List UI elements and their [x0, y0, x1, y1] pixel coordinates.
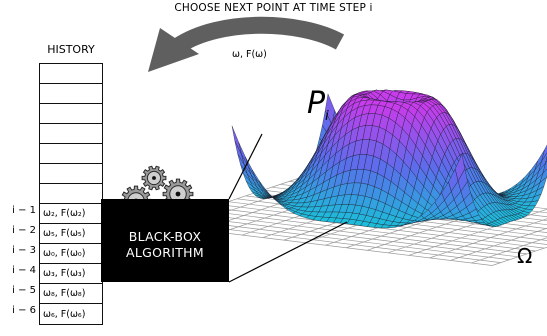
- history-title: HISTORY: [47, 43, 95, 56]
- surface-symbol: P: [307, 86, 326, 121]
- history-value: ω₆, F(ω₆): [43, 308, 86, 320]
- row-label: i − 3: [12, 245, 36, 256]
- row-label: i − 4: [12, 265, 36, 276]
- function-surface: [231, 89, 547, 229]
- history-row: ω₆, F(ω₆): [40, 304, 102, 324]
- history-empty-cell: [40, 184, 102, 204]
- row-label: i − 2: [12, 225, 36, 236]
- history-empty-cell: [40, 144, 102, 164]
- surface-subscript: i: [325, 109, 329, 124]
- history-value: ω₂, F(ω₂): [43, 208, 86, 219]
- history-row: ω₅, F(ω₅): [40, 224, 102, 244]
- history-row: ω₈, F(ω₈): [40, 284, 102, 304]
- projection-line-top: [228, 133, 263, 200]
- history-row-labels: i − 1 i − 2 i − 3 i − 4 i − 5 i − 6: [0, 201, 39, 321]
- history-empty-cell: [40, 84, 102, 104]
- gear-icon: [141, 165, 167, 191]
- history-value: ω₅, F(ω₅): [43, 228, 86, 239]
- history-empty-cell: [40, 164, 102, 184]
- black-box-line1: BLACK-BOX: [128, 229, 202, 244]
- history-value: ω₀, F(ω₀): [43, 248, 86, 259]
- black-box-algorithm: BLACK-BOX ALGORITHM: [101, 199, 229, 282]
- row-label: i − 5: [12, 285, 36, 296]
- history-empty-cell: [40, 64, 102, 84]
- history-row: ω₂, F(ω₂): [40, 204, 102, 224]
- history-empty-cell: [40, 104, 102, 124]
- history-empty-cell: [40, 124, 102, 144]
- surface-label: Pi: [307, 86, 329, 124]
- history-value: ω₈, F(ω₈): [43, 288, 86, 299]
- arrow-label: ω, F(ω): [232, 49, 267, 60]
- domain-label: Ω: [517, 244, 533, 268]
- history-row: ω₃, F(ω₃): [40, 264, 102, 284]
- black-box-line2: ALGORITHM: [126, 245, 204, 260]
- curved-arrow: [148, 16, 345, 72]
- black-box-label: BLACK-BOX ALGORITHM: [101, 229, 229, 261]
- history-value: ω₃, F(ω₃): [43, 268, 86, 279]
- top-caption: CHOOSE NEXT POINT AT TIME STEP i: [174, 2, 373, 14]
- projection-line-bottom: [228, 221, 348, 283]
- history-column: ω₂, F(ω₂) ω₅, F(ω₅) ω₀, F(ω₀) ω₃, F(ω₃) …: [39, 63, 103, 325]
- row-label: i − 1: [12, 205, 36, 216]
- history-row: ω₀, F(ω₀): [40, 244, 102, 264]
- row-label: i − 6: [12, 305, 36, 316]
